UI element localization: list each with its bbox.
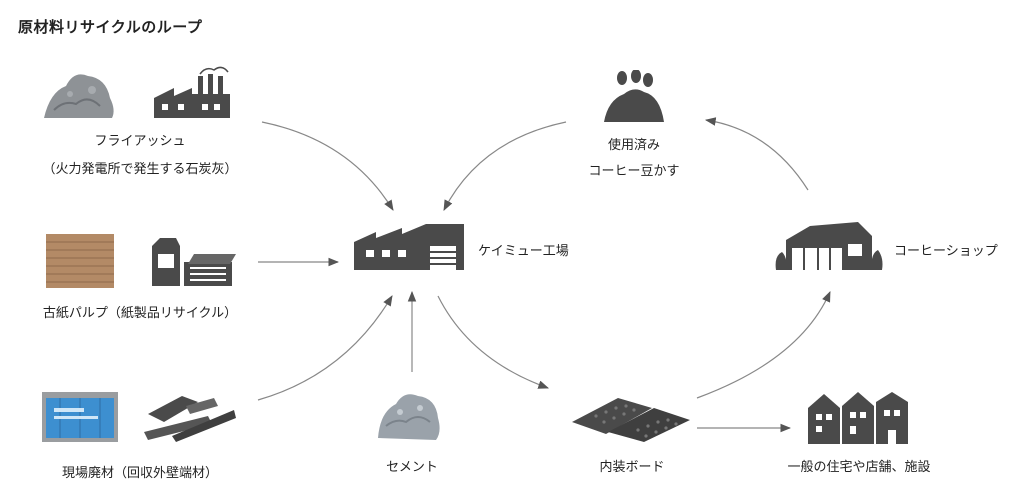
flyash-label: フライアッシュ bbox=[94, 134, 186, 149]
coffee-shop-icon bbox=[774, 218, 884, 278]
pulp-stack-icon bbox=[44, 232, 116, 294]
arrow-shop-to-grounds bbox=[704, 117, 809, 191]
waste-container-icon bbox=[40, 388, 120, 448]
coffee-grounds-sublabel: コーヒー豆かす bbox=[588, 164, 680, 179]
factory-icon bbox=[352, 212, 468, 276]
coffee-grounds-label: 使用済み bbox=[607, 138, 660, 153]
arrow-board-to-shop bbox=[696, 291, 831, 399]
cement-label: セメント bbox=[386, 460, 438, 475]
power-plant-icon bbox=[152, 64, 234, 124]
interior-board-icon bbox=[568, 394, 694, 448]
arrow-flyash-to-factory bbox=[261, 121, 394, 211]
buildings-icon bbox=[806, 390, 912, 450]
cement-pile-icon bbox=[374, 386, 444, 448]
diagram-title: 原材料リサイクルのループ bbox=[18, 18, 203, 36]
ash-pile-icon bbox=[40, 64, 118, 128]
arrow-waste-to-factory bbox=[257, 295, 393, 401]
siding-scraps-icon bbox=[142, 392, 238, 448]
arrow-grounds-to-factory bbox=[443, 121, 567, 211]
flyash-sublabel: （火力発電所で発生する石炭灰） bbox=[42, 162, 238, 177]
pulp-label: 古紙パルプ（紙製品リサイクル） bbox=[42, 306, 238, 321]
arrow-factory-to-board bbox=[437, 295, 550, 389]
coffee-shop-label: コーヒーショップ bbox=[894, 244, 998, 259]
buildings-label: 一般の住宅や店舗、施設 bbox=[787, 460, 931, 475]
factory-label: ケイミュー工場 bbox=[478, 244, 569, 259]
interior-board-label: 内装ボード bbox=[599, 460, 665, 475]
waste-label: 現場廃材（回収外壁端材） bbox=[61, 466, 218, 481]
coffee-grounds-icon bbox=[602, 69, 666, 128]
paper-products-icon bbox=[150, 236, 236, 292]
